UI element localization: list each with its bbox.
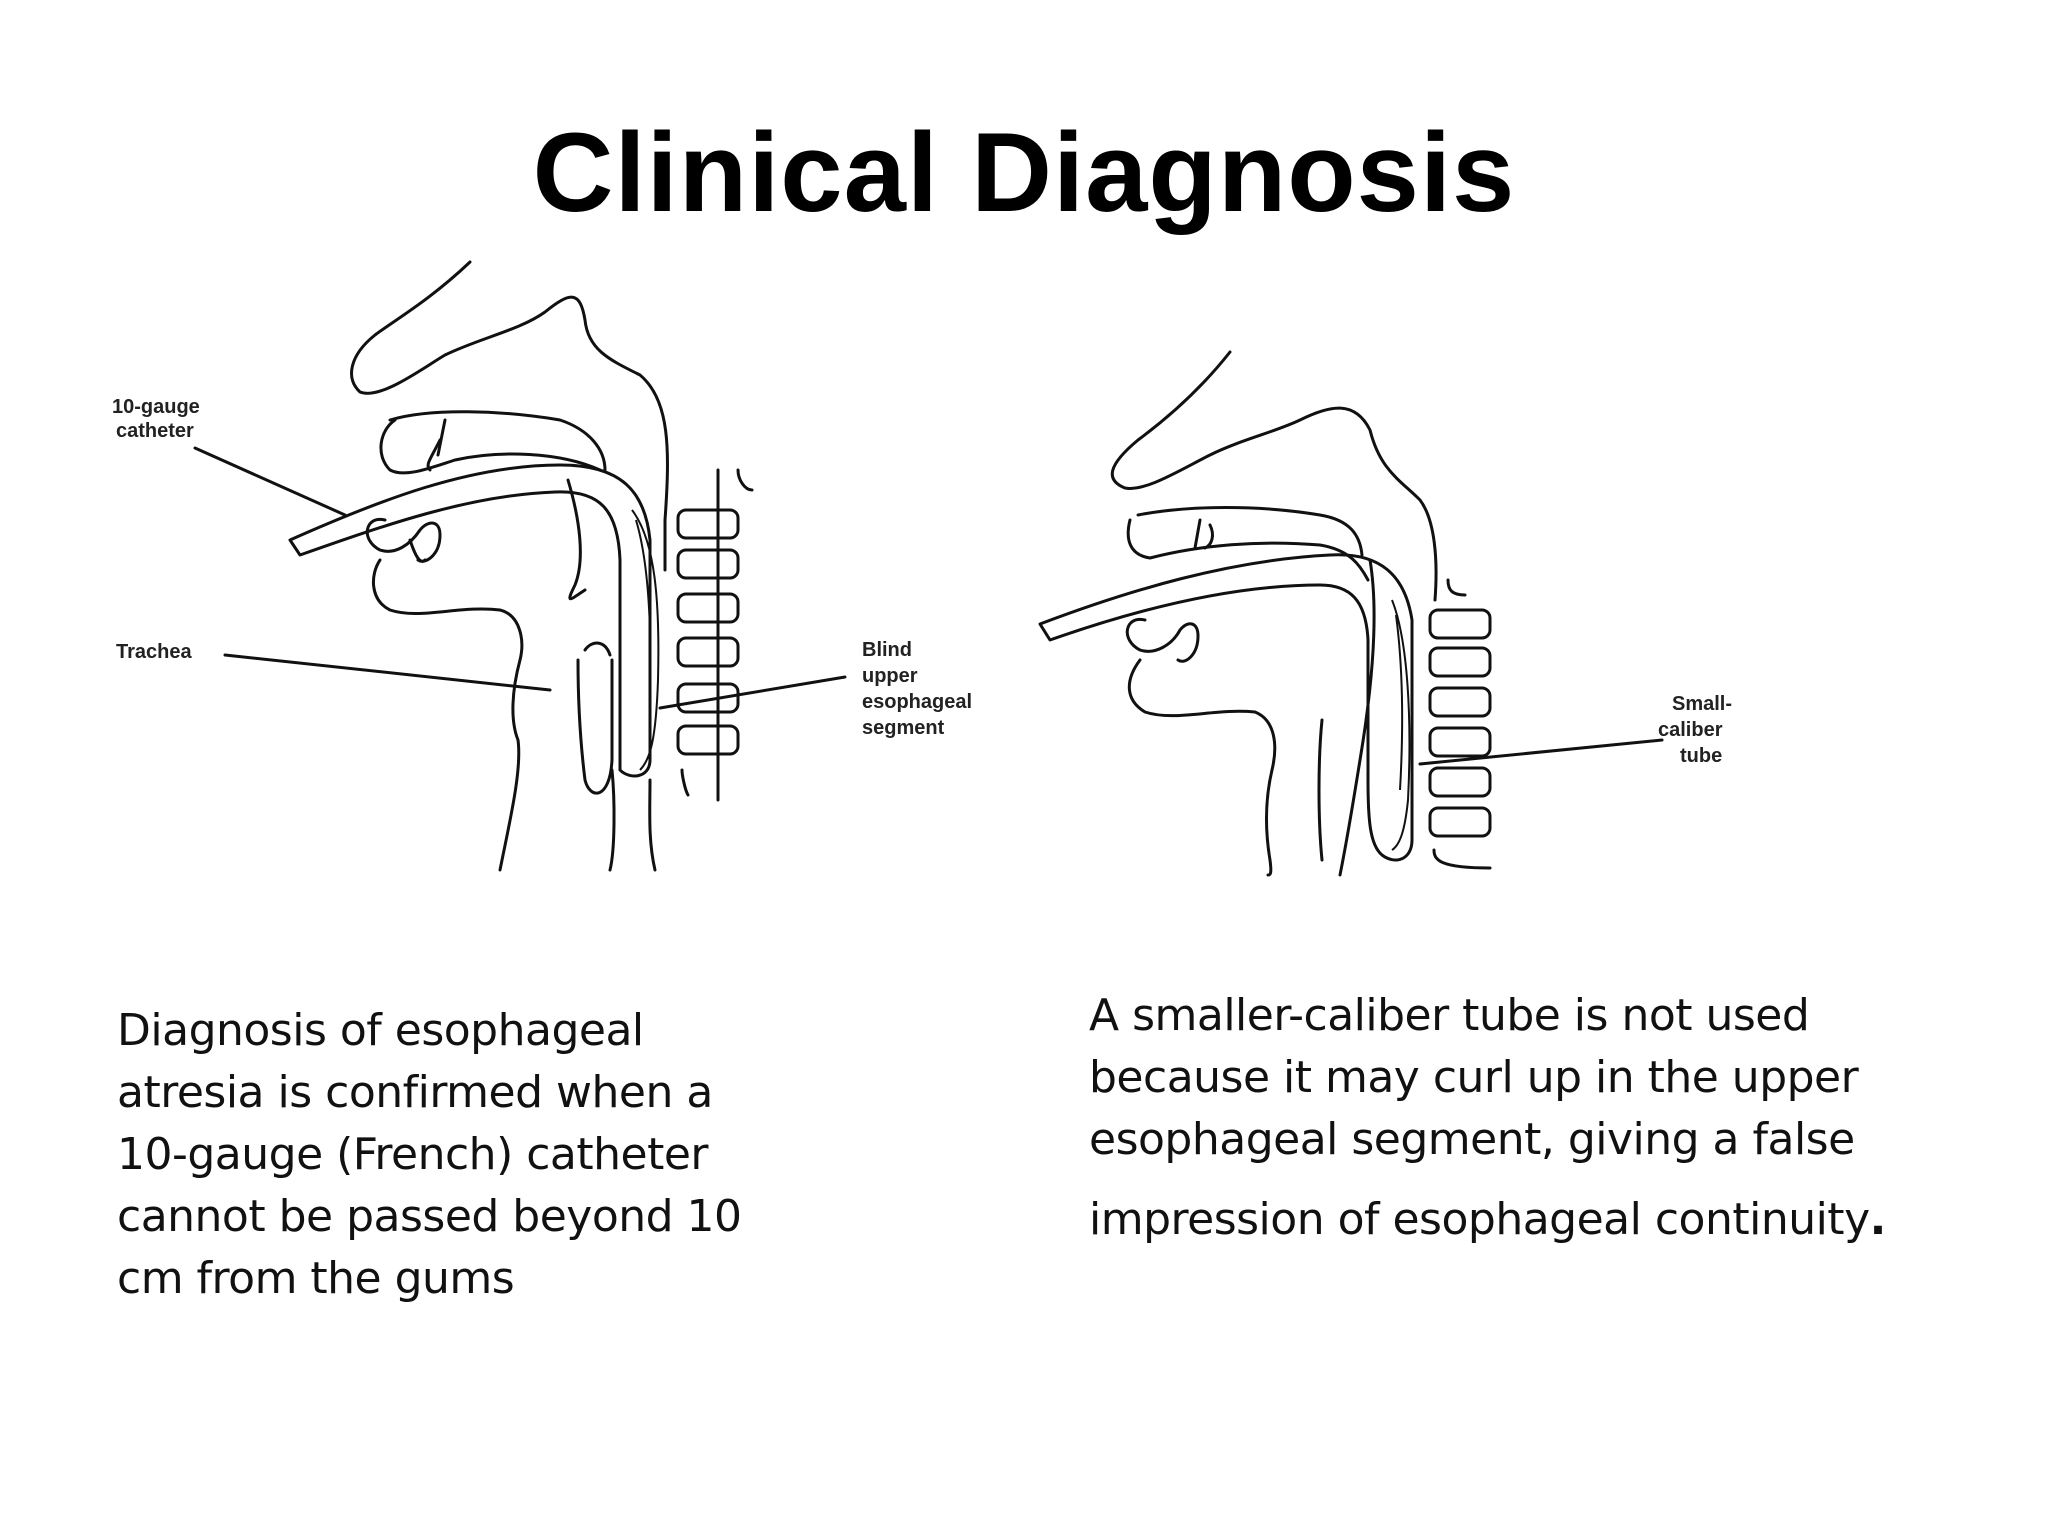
left-diagram-esophageal-atresia <box>193 260 847 872</box>
blind-segment-leader-line <box>658 675 847 710</box>
right-paragraph-last-line-text: impression of esophageal continuity <box>1089 1194 1870 1245</box>
right-paragraph-line: impression of esophageal continuity. <box>1089 1189 1989 1251</box>
left-paragraph-line: 10-gauge (French) catheter <box>117 1129 709 1180</box>
left-paragraph-line: cm from the gums <box>117 1253 515 1304</box>
label-blind-line3: esophageal <box>862 691 972 713</box>
label-blind-line4: segment <box>862 717 945 739</box>
catheter-leader-line <box>193 446 347 517</box>
label-catheter-line2: catheter <box>116 420 194 442</box>
right-paragraph-line: because it may curl up in the upper <box>1089 1052 1859 1103</box>
right-diagram-small-caliber-tube <box>1038 350 1664 877</box>
label-blind-line2: upper <box>862 665 918 687</box>
left-paragraph-line: Diagnosis of esophageal <box>117 1005 644 1056</box>
right-paragraph-period: . <box>1869 1194 1887 1245</box>
tube-leader-line <box>1418 738 1664 766</box>
trachea-leader-line <box>223 653 552 692</box>
label-blind-line1: Blind <box>862 639 912 661</box>
label-catheter-line1: 10-gauge <box>112 396 200 418</box>
right-paragraph-line: esophageal segment, giving a false <box>1089 1114 1855 1165</box>
slide-title: Clinical Diagnosis <box>532 110 1516 235</box>
label-tube-line1: Small- <box>1672 693 1732 715</box>
label-tube-line3: tube <box>1680 745 1722 767</box>
left-paragraph-line: atresia is confirmed when a <box>117 1067 713 1118</box>
left-paragraph-line: cannot be passed beyond 10 <box>117 1191 742 1242</box>
label-trachea: Trachea <box>116 641 192 663</box>
label-tube-line2: caliber <box>1658 719 1723 741</box>
right-paragraph: A smaller-caliber tube is not used becau… <box>1089 985 1989 1251</box>
right-paragraph-line: A smaller-caliber tube is not used <box>1089 990 1810 1041</box>
left-paragraph: Diagnosis of esophageal atresia is confi… <box>117 1000 877 1310</box>
